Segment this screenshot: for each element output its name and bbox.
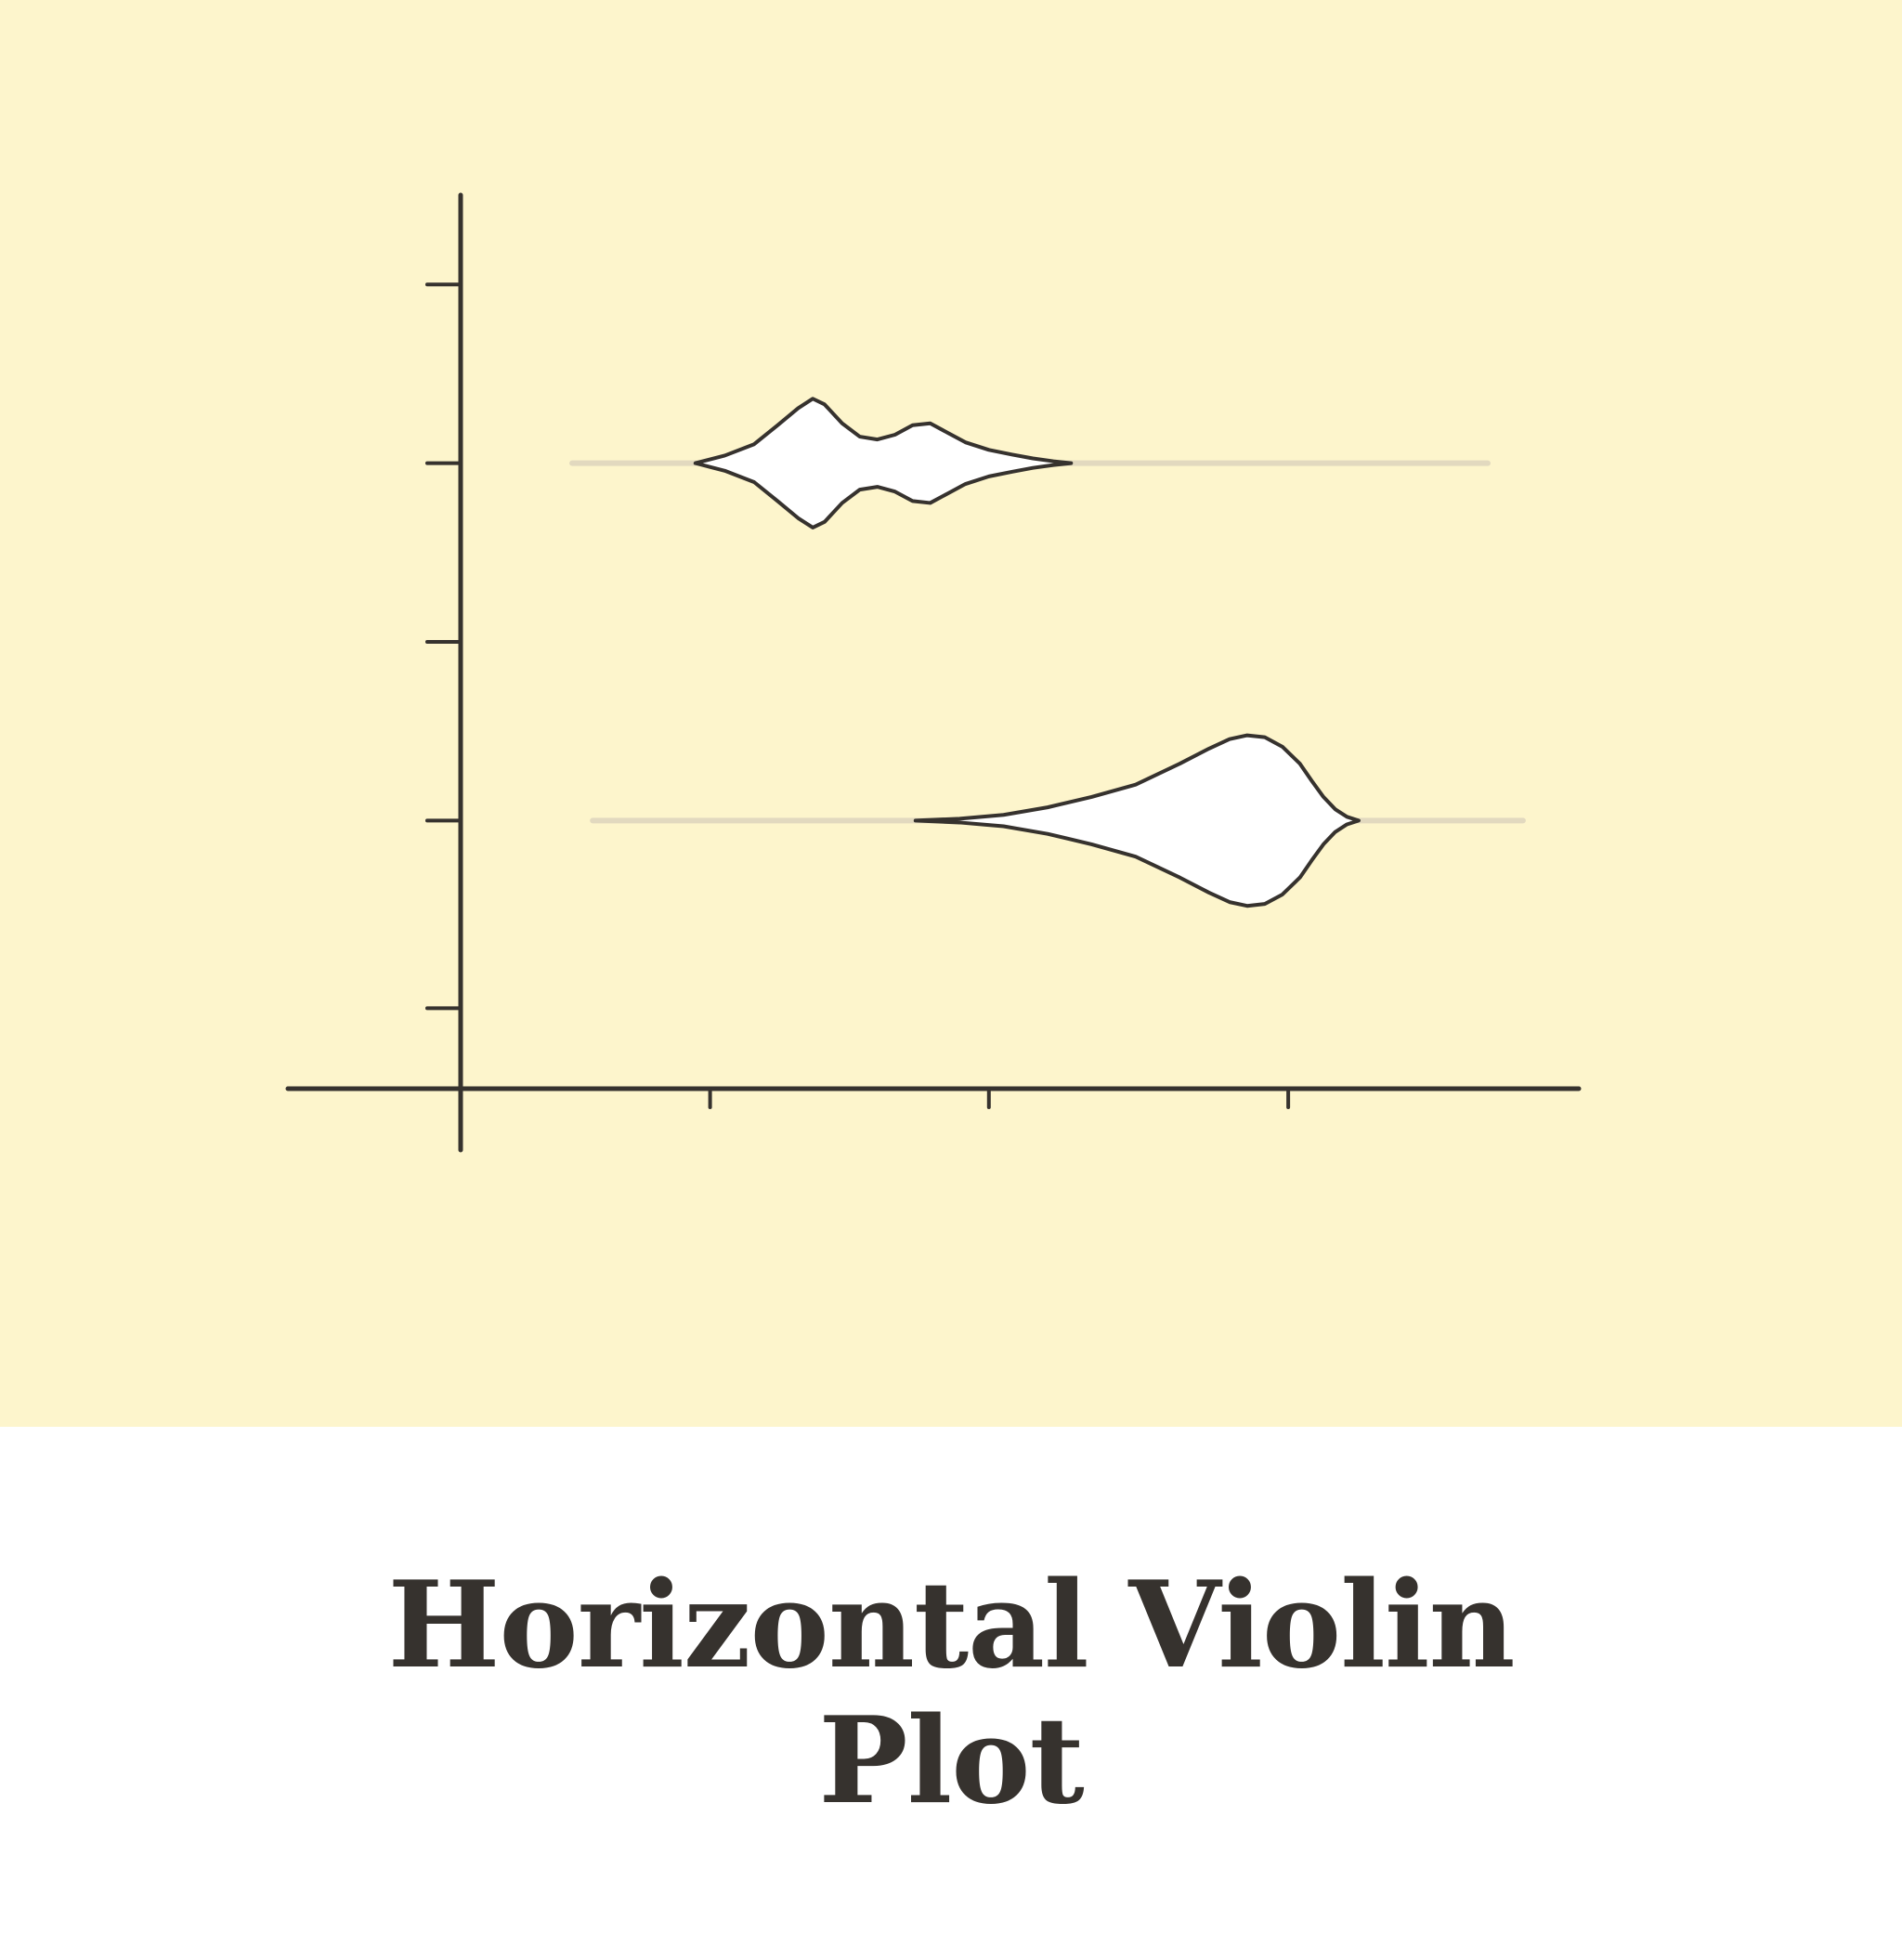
caption-area: Horizontal Violin Plot (0, 1427, 1902, 1960)
caption-title: Horizontal Violin Plot (387, 1556, 1515, 1831)
violin-body-1 (693, 397, 1074, 529)
violin-body-2 (913, 733, 1361, 908)
chart-panel (0, 0, 1902, 1427)
violin-chart (285, 192, 1582, 1153)
